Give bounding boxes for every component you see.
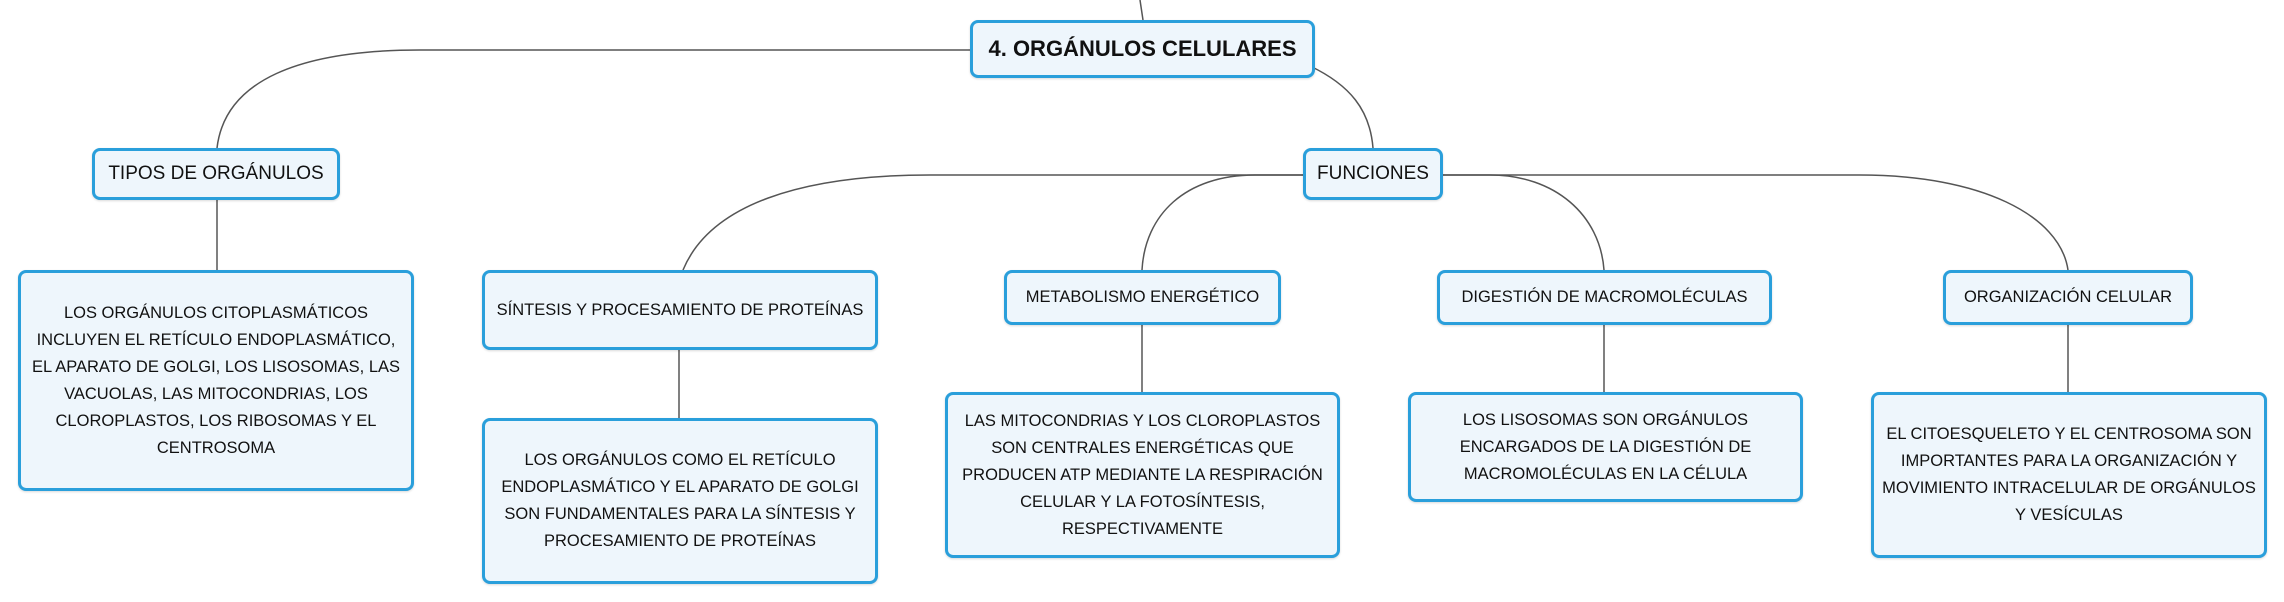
link-funciones-organizacion bbox=[1440, 174, 2069, 271]
detail-text: LOS ORGÁNULOS COMO EL RETÍCULO ENDOPLASM… bbox=[501, 451, 859, 550]
detail-text: LOS LISOSOMAS SON ORGÁNULOS ENCARGADOS D… bbox=[1459, 410, 1752, 483]
topic-funciones[interactable]: FUNCIONES bbox=[1303, 148, 1443, 200]
subtopic-label: DIGESTIÓN DE MACROMOLÉCULAS bbox=[1461, 288, 1748, 306]
detail-tipos-de-organulos[interactable]: LOS ORGÁNULOS CITOPLASMÁTICOS INCLUYEN E… bbox=[18, 270, 414, 491]
link-root-funciones bbox=[1309, 65, 1374, 149]
topic-label: TIPOS DE ORGÁNULOS bbox=[108, 163, 324, 184]
subtopic-label: ORGANIZACIÓN CELULAR bbox=[1963, 288, 2173, 306]
root-label: 4. ORGÁNULOS CELULARES bbox=[988, 36, 1297, 61]
subtopic-organizacion[interactable]: ORGANIZACIÓN CELULAR bbox=[1943, 270, 2193, 325]
subtopic-metabolismo[interactable]: METABOLISMO ENERGÉTICO bbox=[1004, 270, 1281, 325]
detail-text: EL CITOESQUELETO Y EL CENTROSOMA SON IMP… bbox=[1882, 425, 2256, 524]
subtopic-label: METABOLISMO ENERGÉTICO bbox=[1025, 288, 1260, 306]
detail-digestion[interactable]: LOS LISOSOMAS SON ORGÁNULOS ENCARGADOS D… bbox=[1408, 392, 1803, 502]
detail-sintesis[interactable]: LOS ORGÁNULOS COMO EL RETÍCULO ENDOPLASM… bbox=[482, 418, 878, 584]
detail-metabolismo[interactable]: LAS MITOCONDRIAS Y LOS CLOROPLASTOS SON … bbox=[945, 392, 1340, 558]
topic-label: FUNCIONES bbox=[1317, 163, 1429, 184]
subtopic-label: SÍNTESIS Y PROCESAMIENTO DE PROTEÍNAS bbox=[496, 300, 864, 319]
link-funciones-digestion bbox=[1440, 174, 1605, 271]
link-funciones-metabolismo bbox=[1141, 174, 1305, 271]
root-node[interactable]: 4. ORGÁNULOS CELULARES bbox=[970, 20, 1315, 78]
detail-text: LAS MITOCONDRIAS Y LOS CLOROPLASTOS SON … bbox=[962, 411, 1323, 538]
subtopic-digestion[interactable]: DIGESTIÓN DE MACROMOLÉCULAS bbox=[1437, 270, 1772, 325]
link-funciones-sintesis bbox=[682, 174, 1305, 271]
detail-organizacion[interactable]: EL CITOESQUELETO Y EL CENTROSOMA SON IMP… bbox=[1871, 392, 2267, 558]
topic-tipos-de-organulos[interactable]: TIPOS DE ORGÁNULOS bbox=[92, 148, 340, 200]
link-parent-root bbox=[1139, 0, 1144, 21]
subtopic-sintesis[interactable]: SÍNTESIS Y PROCESAMIENTO DE PROTEÍNAS bbox=[482, 270, 878, 350]
link-root-tipos bbox=[216, 49, 970, 149]
detail-text: LOS ORGÁNULOS CITOPLASMÁTICOS INCLUYEN E… bbox=[31, 303, 401, 457]
